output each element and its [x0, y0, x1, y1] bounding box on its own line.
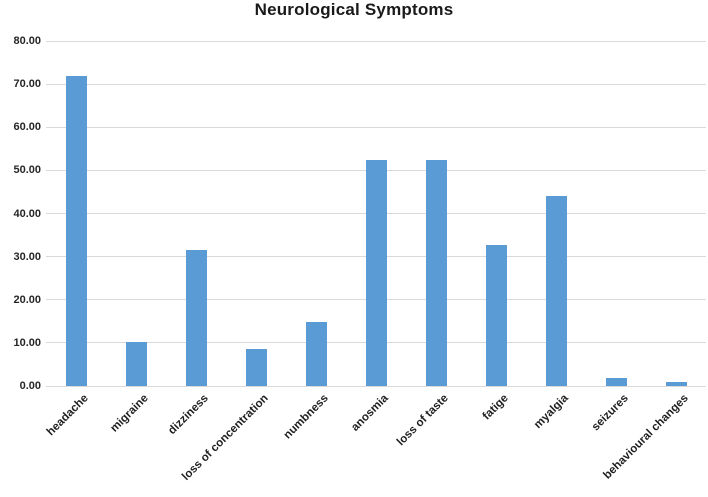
y-tick-label: 70.00 [13, 78, 41, 91]
y-tick-label: 0.00 [19, 380, 41, 392]
plot-area [46, 40, 706, 387]
gridline [46, 385, 706, 387]
y-tick-label: 40.00 [13, 207, 41, 220]
bar-myalgia [545, 196, 567, 386]
x-category-label: headache [44, 392, 91, 439]
y-tick-label: 10.00 [13, 336, 41, 349]
bar-dizziness [185, 249, 207, 386]
bar-seizures [605, 378, 627, 386]
y-tick-label: 30.00 [13, 250, 41, 263]
bar-headache [65, 75, 87, 386]
gridline [46, 40, 706, 42]
bar-loss-of-concentration [245, 349, 267, 386]
chart-title: Neurological Symptoms [254, 0, 454, 19]
gridline [46, 126, 706, 128]
bar-numbness [305, 321, 327, 386]
y-tick-label: 20.00 [13, 293, 41, 306]
gridline [46, 83, 706, 85]
y-tick-label: 60.00 [13, 121, 41, 134]
bar-fatige [485, 245, 507, 386]
bar-anosmia [365, 160, 387, 386]
y-tick-label: 50.00 [13, 164, 41, 177]
bar-behavioural-changes [665, 382, 687, 386]
y-tick-label: 80.00 [13, 35, 41, 47]
bar-migraine [125, 341, 147, 386]
bar-loss-of-taste [425, 160, 447, 386]
